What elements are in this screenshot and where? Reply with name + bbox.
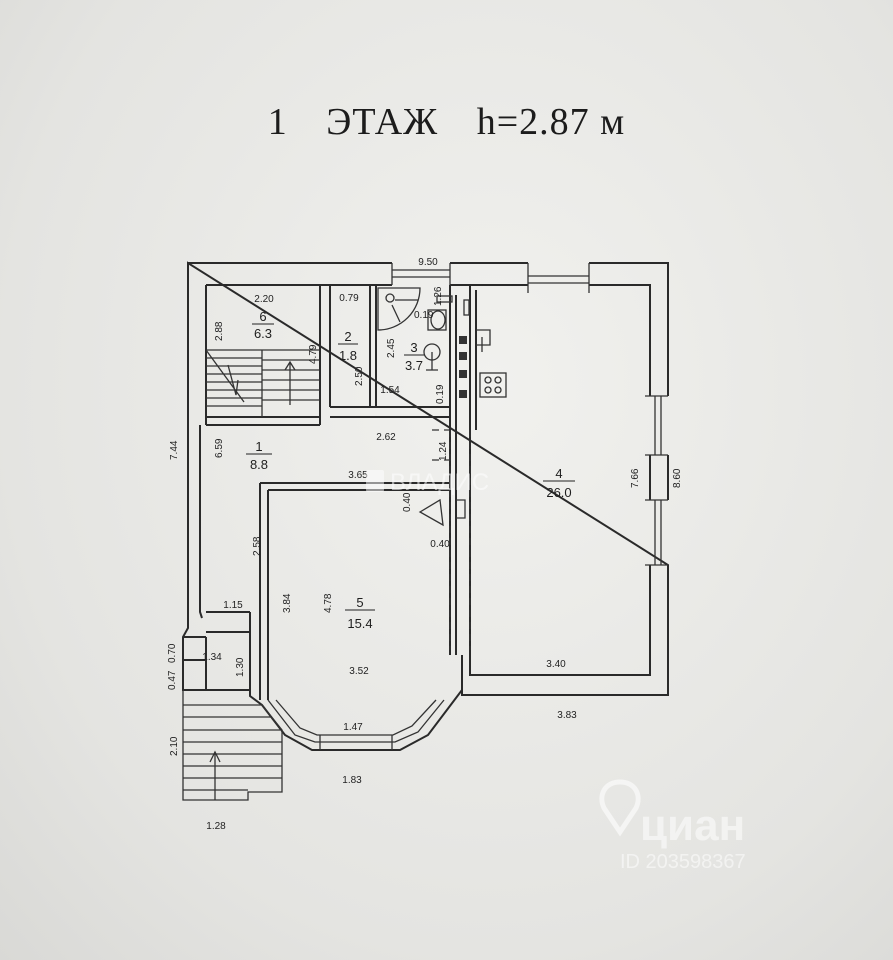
vladis-logo-icon (366, 470, 384, 492)
vladis-watermark: ВЛАДИС (390, 469, 489, 496)
dim-1-28: 1.28 (206, 821, 226, 832)
outer-walls (182, 261, 669, 751)
dim-1-26: 1.26 (433, 286, 444, 306)
room-2-number: 2 (344, 329, 351, 344)
dim-0-47: 0.47 (167, 670, 178, 690)
interior-walls (183, 285, 477, 750)
dim-3-65: 3.65 (348, 470, 368, 481)
dim-7-66: 7.66 (630, 468, 641, 488)
dim-2-10: 2.10 (169, 736, 180, 756)
dim-top-total: 9.50 (418, 257, 438, 268)
cian-watermark: циан (640, 801, 745, 850)
room-3-number: 3 (410, 340, 417, 355)
dim-2-45: 2.45 (386, 338, 397, 358)
dim-7-44: 7.44 (169, 440, 180, 460)
dim-0-19-bottom: 0.19 (435, 384, 446, 404)
bathroom-fixtures (377, 287, 470, 371)
map-pin-icon (599, 779, 641, 837)
dim-2-50: 2.50 (354, 366, 365, 386)
dim-3-52: 3.52 (349, 666, 369, 677)
dim-4-78: 4.78 (323, 593, 334, 613)
room-5-number: 5 (356, 595, 363, 610)
dim-0-40-horizontal: 0.40 (430, 539, 450, 550)
room-labels: 6 6.3 2 1.8 3 3.7 1 8.8 4 26.0 5 15.4 (246, 309, 575, 631)
dim-2-58: 2.58 (252, 536, 263, 556)
room-6-number: 6 (259, 309, 266, 324)
dim-2-20: 2.20 (254, 294, 274, 305)
dim-0-79: 0.79 (339, 293, 359, 304)
dimension-labels: 9.50 2.20 0.79 1.26 0.19 2.88 4.79 2.50 … (167, 257, 683, 832)
entrance-stairs (182, 690, 283, 801)
dim-0-70: 0.70 (167, 643, 178, 663)
dim-1-15: 1.15 (223, 600, 243, 611)
dim-3-84: 3.84 (282, 593, 293, 613)
kitchen-fixtures (459, 329, 507, 398)
dim-3-40: 3.40 (546, 659, 566, 670)
dim-1-24: 1.24 (438, 441, 449, 461)
floor-label: ЭТАЖ (326, 101, 439, 143)
room-3-area: 3.7 (405, 358, 423, 373)
dim-2-62: 2.62 (376, 432, 396, 443)
dim-2-88: 2.88 (214, 321, 225, 341)
dim-0-19-top: 0.19 (414, 310, 434, 321)
room-4-area: 26.0 (546, 485, 571, 500)
dim-4-79: 4.79 (308, 344, 319, 364)
room-4-number: 4 (555, 466, 562, 481)
watermarks: ВЛАДИС циан ID 203598367 (366, 469, 746, 873)
dim-1-30: 1.30 (235, 657, 246, 677)
listing-id-watermark: ID 203598367 (620, 851, 746, 873)
room-1-number: 1 (255, 439, 262, 454)
room-2-area: 1.8 (339, 348, 357, 363)
room-6-area: 6.3 (254, 326, 272, 341)
room-5-area: 15.4 (347, 616, 372, 631)
interior-staircase (205, 349, 320, 417)
dim-6-59: 6.59 (214, 438, 225, 458)
ceiling-height: h=2.87 м (476, 101, 626, 143)
dim-0-40-vertical: 0.40 (402, 492, 413, 512)
dim-1-83: 1.83 (342, 775, 362, 786)
dim-8-60: 8.60 (672, 468, 683, 488)
floor-number: 1 (267, 101, 288, 143)
dim-3-83: 3.83 (557, 710, 577, 721)
room-1-area: 8.8 (250, 457, 268, 472)
dim-1-54: 1.54 (380, 385, 400, 396)
dim-1-47: 1.47 (343, 722, 363, 733)
dim-1-34: 1.34 (202, 652, 222, 663)
plan-title: 1 ЭТАЖ h=2.87 м (0, 100, 893, 144)
